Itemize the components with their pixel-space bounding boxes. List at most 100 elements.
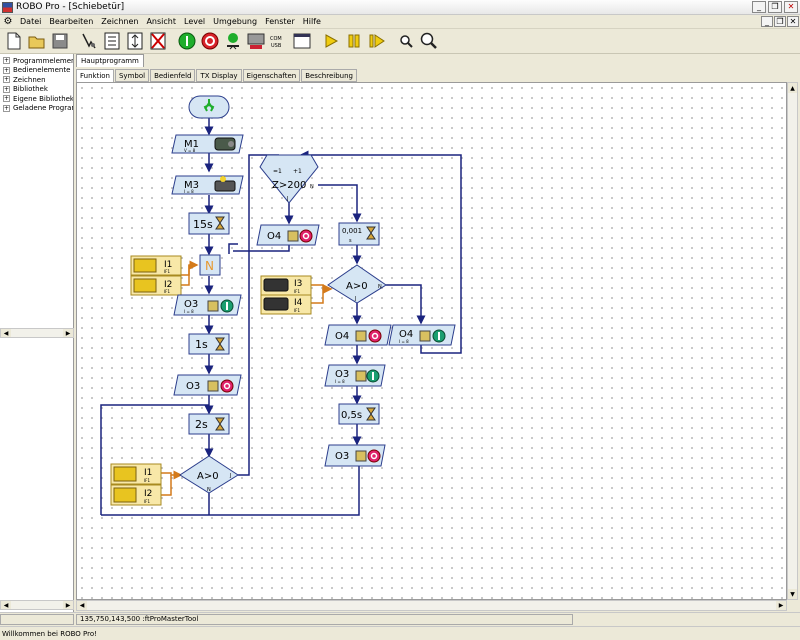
maximize-button[interactable]: ❐ xyxy=(768,1,782,13)
input-i1-block[interactable]: I1 IF1 xyxy=(130,255,182,276)
delete-tool-icon[interactable] xyxy=(147,31,168,52)
status-bar: Willkommen bei ROBO Pro! xyxy=(0,626,800,640)
menu-umgebung[interactable]: Umgebung xyxy=(213,17,258,26)
wait-0001s-block[interactable]: 0,001 s xyxy=(338,222,380,246)
input-i2-bottom-block[interactable]: I2 IF1 xyxy=(110,484,162,506)
m3-sub-label: I = 8 xyxy=(184,189,194,194)
wait-1s-block[interactable]: 1s xyxy=(188,333,230,355)
scroll-down-arrow[interactable]: ▼ xyxy=(788,589,797,599)
step-icon[interactable] xyxy=(366,31,387,52)
menu-hilfe[interactable]: Hilfe xyxy=(302,17,321,26)
scroll-up-arrow[interactable]: ▲ xyxy=(788,83,797,93)
menu-datei[interactable]: Datei xyxy=(20,17,42,26)
tree-label: Bibliothek xyxy=(13,85,48,94)
open-folder-icon[interactable] xyxy=(26,31,47,52)
cmp-left-no: N xyxy=(207,487,211,493)
expand-icon[interactable]: + xyxy=(3,66,10,74)
expand-icon[interactable]: + xyxy=(3,104,10,112)
tree-item-zeichnen[interactable]: +Zeichnen xyxy=(0,75,73,85)
pause-icon[interactable] xyxy=(343,31,364,52)
tree-item-bibliothek[interactable]: +Bibliothek xyxy=(0,85,73,95)
program-element-icon[interactable] xyxy=(101,31,122,52)
output-o4-b-block[interactable]: O4 xyxy=(324,324,392,346)
test-interface-icon[interactable] xyxy=(291,31,312,52)
counter-loop-block[interactable]: =1 +1 Z>200 N J xyxy=(259,154,319,204)
expand-icon[interactable]: + xyxy=(3,57,10,65)
minimize-button[interactable]: _ xyxy=(752,1,766,13)
start-button[interactable] xyxy=(176,31,197,52)
input-connection-lines xyxy=(161,260,333,496)
output-o4-off-block[interactable]: O4 xyxy=(256,224,320,246)
new-document-icon[interactable] xyxy=(3,31,24,52)
scroll-right-arrow[interactable]: ▶ xyxy=(63,329,73,337)
wait-2s-block[interactable]: 2s xyxy=(188,413,230,435)
zoom-in-icon[interactable] xyxy=(418,31,439,52)
i1-b-label: I1 xyxy=(144,468,152,478)
output-o3-off-block[interactable]: O3 xyxy=(173,374,242,396)
merge-block[interactable]: N xyxy=(199,254,221,276)
menu-fenster[interactable]: Fenster xyxy=(265,17,295,26)
stop-button[interactable] xyxy=(199,31,220,52)
wait-05s-block[interactable]: 0,5s xyxy=(338,403,380,425)
connect-tool-icon[interactable] xyxy=(124,31,145,52)
tree-item-programmelemente[interactable]: +Programmelemente xyxy=(0,56,73,66)
canvas-horizontal-scrollbar[interactable]: ◀ ▶ xyxy=(76,600,787,611)
download-icon[interactable] xyxy=(245,31,266,52)
expand-icon[interactable]: + xyxy=(3,85,10,93)
tree-item-geladene-programme[interactable]: +Geladene Programm xyxy=(0,104,73,114)
play-icon[interactable] xyxy=(320,31,341,52)
expand-icon[interactable]: + xyxy=(3,95,10,103)
hourglass-icon xyxy=(215,216,225,230)
tab-eigenschaften[interactable]: Eigenschaften xyxy=(242,69,301,82)
flowchart: M1 V = 8 M3 I = 8 15s N I1 IF1 I2 IF1 O xyxy=(100,95,462,516)
scroll-left-arrow[interactable]: ◀ xyxy=(1,601,11,609)
input-i2-block[interactable]: I2 IF1 xyxy=(130,275,182,296)
tab-symbol[interactable]: Symbol xyxy=(114,69,150,82)
output-o3-d-block[interactable]: O3 xyxy=(324,444,386,467)
compare-a-gt-0-left[interactable]: A>0 J N xyxy=(179,455,239,494)
tree-top-scrollbar[interactable]: ◀▶ xyxy=(0,328,74,338)
scroll-left-arrow[interactable]: ◀ xyxy=(1,329,11,337)
scroll-right-arrow[interactable]: ▶ xyxy=(63,601,73,609)
input-i3-block[interactable]: I3 IF1 xyxy=(260,275,312,296)
menu-zeichnen[interactable]: Zeichnen xyxy=(101,17,139,26)
tree-item-eigene-bibliothek[interactable]: +Eigene Bibliothek xyxy=(0,94,73,104)
motor-m3-block[interactable]: M3 I = 8 xyxy=(171,175,244,195)
m1-sub-label: V = 8 xyxy=(184,148,196,153)
program-canvas[interactable]: M1 V = 8 M3 I = 8 15s N I1 IF1 I2 IF1 O xyxy=(76,82,787,600)
output-o4-c-block[interactable]: O4 I = 8 xyxy=(388,324,456,346)
menu-ansicht[interactable]: Ansicht xyxy=(146,17,176,26)
document-icon[interactable]: ⚙ xyxy=(3,16,13,27)
mdi-close-button[interactable]: ✕ xyxy=(787,16,799,27)
menu-bearbeiten[interactable]: Bearbeiten xyxy=(49,17,94,26)
menu-level[interactable]: Level xyxy=(184,17,206,26)
pointer-tool-icon[interactable] xyxy=(78,31,99,52)
tab-beschreibung[interactable]: Beschreibung xyxy=(301,69,357,82)
output-o3-c-block[interactable]: O3 I = 8 xyxy=(324,364,386,387)
mdi-minimize-button[interactable]: _ xyxy=(761,16,773,27)
tab-tx-display[interactable]: TX Display xyxy=(196,69,242,82)
close-button[interactable]: ✕ xyxy=(784,1,798,13)
palette-scrollbar[interactable]: ◀▶ xyxy=(0,600,74,610)
scroll-left-arrow[interactable]: ◀ xyxy=(77,601,87,610)
mdi-restore-button[interactable]: ❐ xyxy=(774,16,786,27)
scroll-right-arrow[interactable]: ▶ xyxy=(776,601,786,610)
compare-a-gt-0-right[interactable]: A>0 J N xyxy=(327,264,387,304)
output-o3-block[interactable]: O3 I = 8 xyxy=(173,294,242,316)
zoom-out-icon[interactable] xyxy=(395,31,416,52)
save-icon[interactable] xyxy=(49,31,70,52)
tab-bedienfeld[interactable]: Bedienfeld xyxy=(150,69,196,82)
tab-hauptprogramm[interactable]: Hauptprogramm xyxy=(76,54,144,67)
expand-icon[interactable]: + xyxy=(3,76,10,84)
canvas-vertical-scrollbar[interactable]: ▲ ▼ xyxy=(787,82,798,600)
motor-m1-block[interactable]: M1 V = 8 xyxy=(171,134,244,154)
input-i4-block[interactable]: I4 IF1 xyxy=(260,294,312,315)
start-block[interactable] xyxy=(188,95,230,119)
online-mode-icon[interactable] xyxy=(222,31,243,52)
switch-icon xyxy=(133,278,157,293)
tab-funktion[interactable]: Funktion xyxy=(76,69,114,82)
input-i1-bottom-block[interactable]: I1 IF1 xyxy=(110,463,162,485)
tree-item-bedienelemente[interactable]: +Bedienelemente xyxy=(0,66,73,76)
wait-15s-block[interactable]: 15s xyxy=(188,212,230,235)
